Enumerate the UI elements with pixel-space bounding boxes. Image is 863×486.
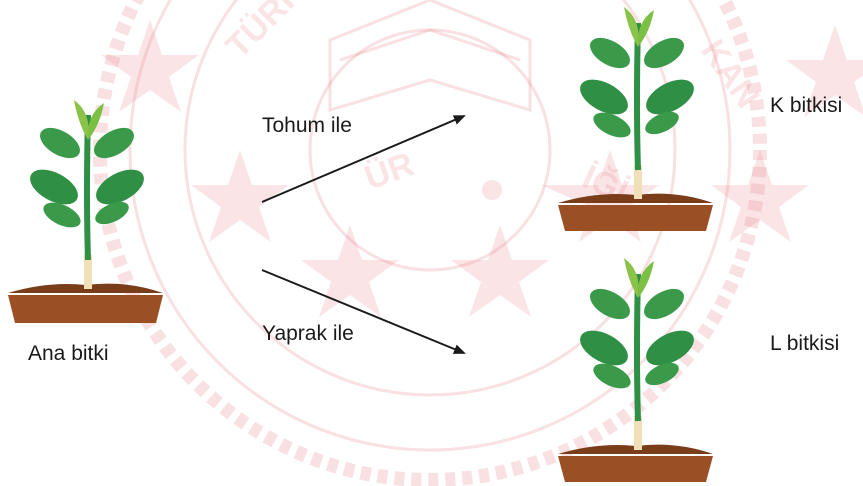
k-plant-label: K bitkisi [770,94,842,118]
leaf-method-label: Yaprak ile [262,322,354,346]
l-plant-label: L bitkisi [770,332,839,356]
seed-method-label: Tohum ile [262,114,352,138]
parent-plant-label: Ana bitki [28,342,109,366]
